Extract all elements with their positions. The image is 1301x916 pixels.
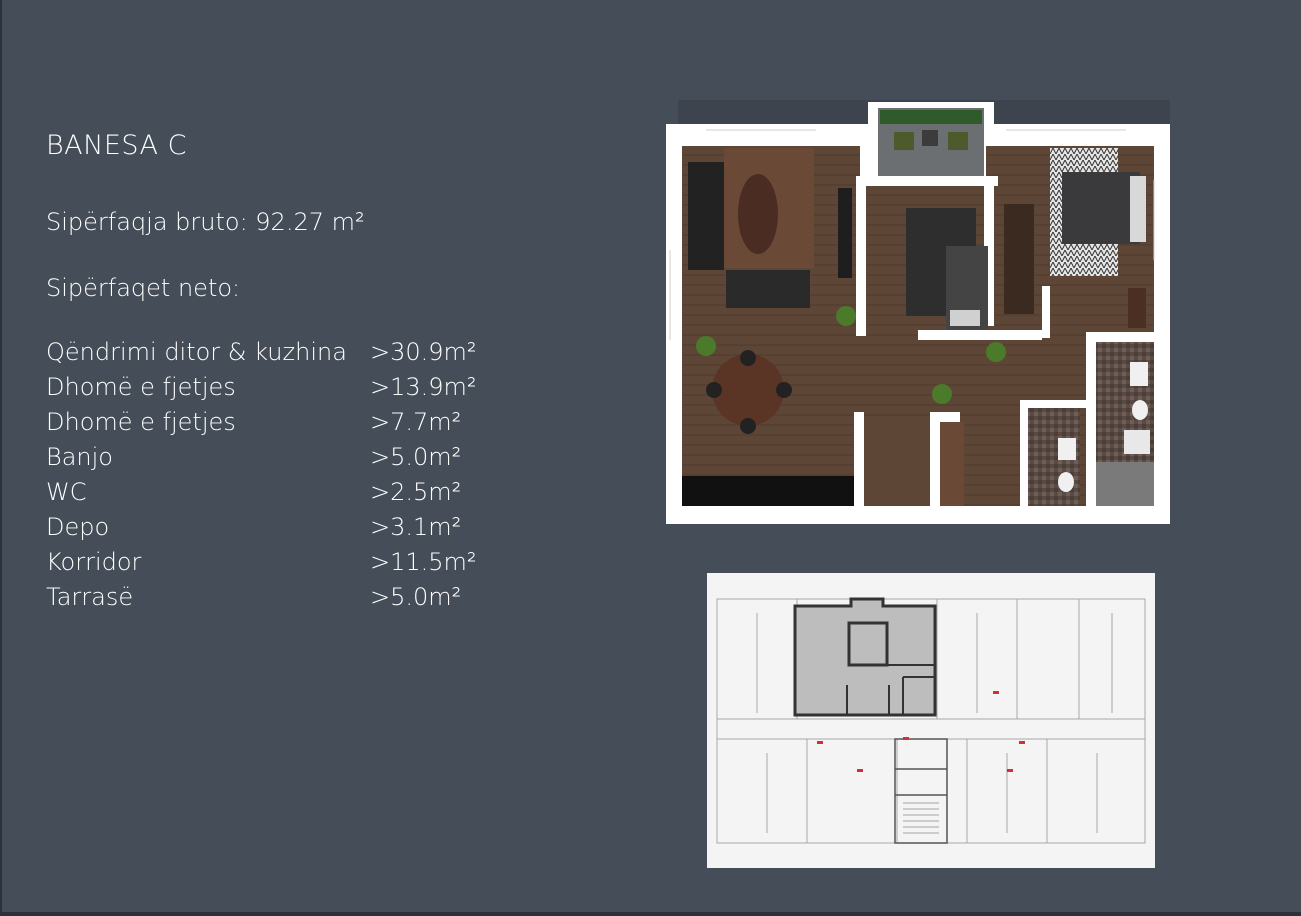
- room-area-list: Qëndrimi ditor & kuzhina >30.9m² Dhomë e …: [46, 334, 477, 614]
- dining-table: [712, 354, 784, 426]
- room-row: Qëndrimi ditor & kuzhina >30.9m²: [46, 334, 477, 369]
- apartment-title: BANESA C: [46, 130, 187, 161]
- room-area: >2.5m²: [370, 477, 462, 506]
- room-row: Korridor >11.5m²: [46, 544, 477, 579]
- room-row: WC >2.5m²: [46, 474, 477, 509]
- room-name: WC: [46, 477, 87, 506]
- room-area: >30.9m²: [370, 337, 477, 366]
- room-row: Banjo >5.0m²: [46, 439, 477, 474]
- stair-core: [894, 738, 948, 844]
- key-plan-drawing: [707, 573, 1155, 868]
- net-area-label: Sipërfaqet neto:: [46, 274, 241, 302]
- storage: [864, 422, 930, 506]
- room-row: Dhomë e fjetjes >13.9m²: [46, 369, 477, 404]
- room-area: >5.0m²: [370, 582, 462, 611]
- room-name: Dhomë e fjetjes: [46, 372, 236, 401]
- room-row: Tarrasë >5.0m²: [46, 579, 477, 614]
- room-name: Dhomë e fjetjes: [46, 407, 236, 436]
- room-area: >11.5m²: [370, 547, 477, 576]
- room-row: Dhomë e fjetjes >7.7m²: [46, 404, 477, 439]
- room-area: >13.9m²: [370, 372, 477, 401]
- room-area: >7.7m²: [370, 407, 462, 436]
- apartment-floor-plan: [666, 100, 1170, 524]
- room-row: Depo >3.1m²: [46, 509, 477, 544]
- room-name: Korridor: [46, 547, 142, 576]
- room-area: >3.1m²: [370, 512, 462, 541]
- room-area: >5.0m²: [370, 442, 462, 471]
- building-key-plan: [707, 573, 1155, 868]
- room-name: Qëndrimi ditor & kuzhina: [46, 337, 347, 366]
- gross-area: Sipërfaqja bruto: 92.27 m²: [46, 208, 365, 236]
- highlighted-unit: [793, 597, 937, 717]
- room-name: Depo: [46, 512, 110, 541]
- room-name: Tarrasë: [46, 582, 134, 611]
- room-name: Banjo: [46, 442, 113, 471]
- floor-plan-drawing: [666, 100, 1170, 524]
